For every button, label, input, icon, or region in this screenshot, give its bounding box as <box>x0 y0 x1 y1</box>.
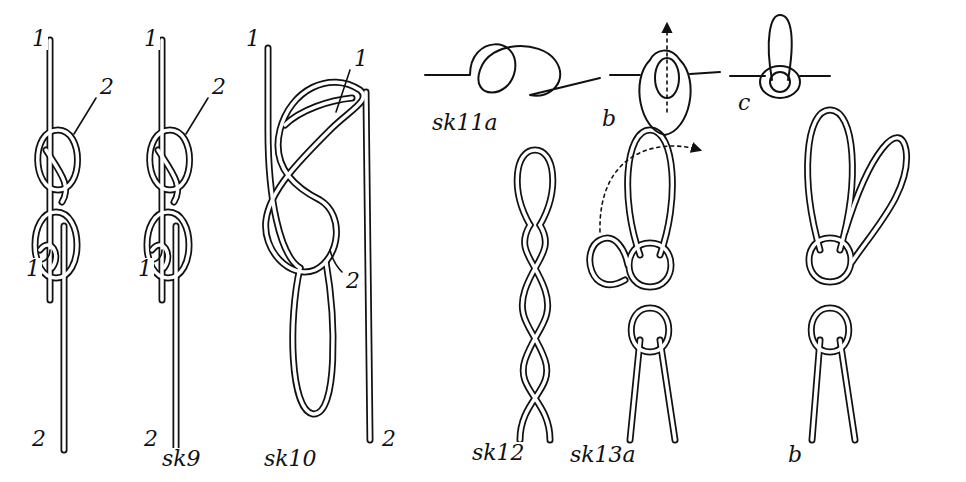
strand-number: 2 <box>98 76 116 98</box>
strand-number: 1 <box>352 48 370 70</box>
figure-label: sk12 <box>470 442 527 464</box>
figure-label: sk11a <box>430 112 500 134</box>
figure-label: b <box>600 108 618 130</box>
strand-number: 2 <box>210 76 228 98</box>
figure-label: c <box>736 92 752 114</box>
figure-label: sk13a <box>568 444 638 466</box>
strand-number: 1 <box>136 258 154 280</box>
strand-number: 2 <box>30 428 48 450</box>
strand-number: 1 <box>24 258 42 280</box>
strand-number: 1 <box>30 28 48 50</box>
strand-number: 2 <box>142 428 160 450</box>
strand-number: 1 <box>244 28 262 50</box>
strand-number: 2 <box>380 428 398 450</box>
figure-label: b <box>786 444 804 466</box>
figure-label: sk9 <box>160 448 203 470</box>
figure-label: sk10 <box>262 448 319 470</box>
strand-number: 2 <box>344 270 362 292</box>
strand-number: 1 <box>142 28 160 50</box>
